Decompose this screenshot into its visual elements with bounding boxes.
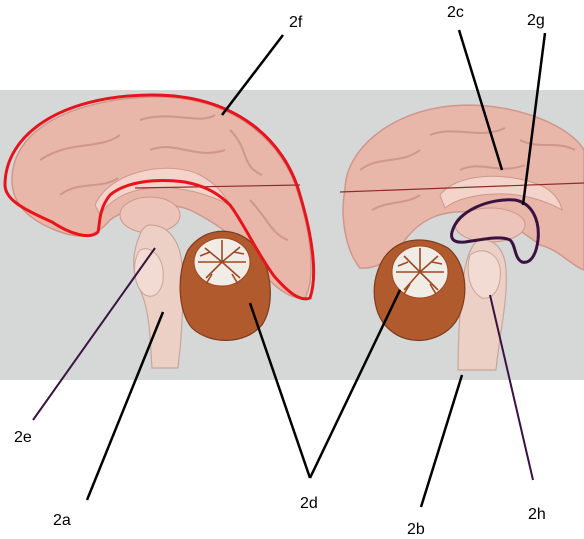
right-gyri-lines: [359, 127, 576, 211]
left-arbor-branches: [198, 240, 246, 285]
leader-2b: [419, 374, 464, 508]
label-2f: 2f: [289, 14, 303, 31]
label-2e: 2e: [14, 429, 32, 446]
left-hemisphere: [11, 96, 312, 369]
label-2d: 2d: [300, 495, 318, 512]
label-2c: 2c: [447, 4, 464, 21]
leader-2a: [85, 311, 165, 501]
purple-outline-diencephalon: [450, 198, 540, 264]
leader-2d-right: [308, 289, 402, 479]
left-pons: [134, 248, 164, 297]
leader-2d-left: [248, 302, 312, 479]
leader-2g: [521, 32, 547, 206]
leader-2e: [32, 247, 156, 421]
label-2h: 2h: [528, 506, 546, 523]
label-2b: 2b: [407, 521, 425, 538]
left-midline: [134, 184, 301, 189]
left-gyri-lines: [39, 114, 289, 241]
label-2g: 2g: [527, 12, 545, 29]
right-arbor-branches: [396, 248, 444, 295]
label-2a: 2a: [53, 512, 71, 529]
red-outline-cerebrum: [3, 93, 316, 301]
leader-2c: [457, 29, 504, 171]
leader-2f: [221, 34, 284, 116]
right-hemisphere: [339, 104, 584, 371]
right-pons: [467, 250, 501, 299]
leader-2h: [489, 294, 534, 481]
right-midline: [339, 182, 584, 193]
